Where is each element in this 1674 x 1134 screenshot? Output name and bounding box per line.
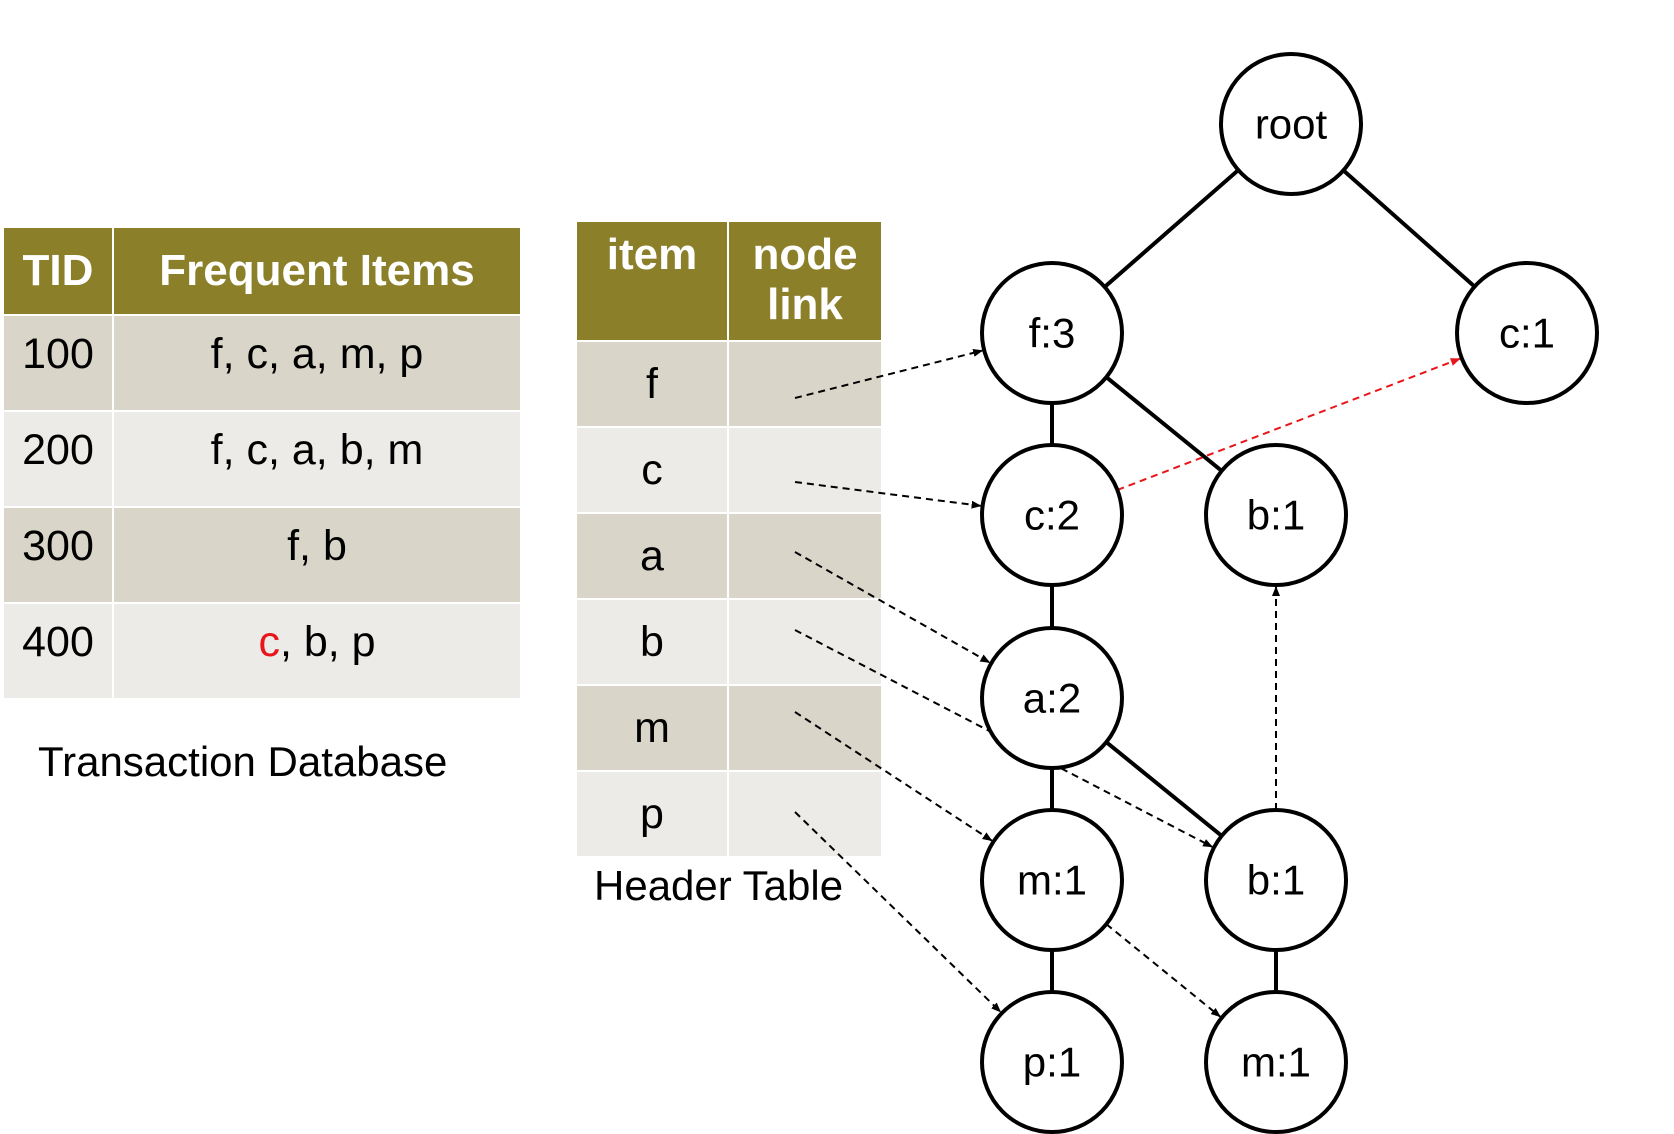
node-circle — [980, 443, 1124, 587]
node-label: a:2 — [1023, 675, 1081, 722]
transaction-database-caption: Transaction Database — [38, 738, 448, 785]
node-label: b:1 — [1247, 492, 1305, 539]
header-item-cell: c — [575, 426, 729, 514]
table-row: 100 f, c, a, m, p — [2, 314, 522, 412]
frequent-items-column-header: Frequent Items — [112, 226, 522, 316]
node-label: c:2 — [1024, 492, 1080, 539]
header-row: b — [575, 598, 883, 686]
header-item-cell: m — [575, 684, 729, 772]
node-link-cell — [727, 340, 883, 428]
header-row: c — [575, 426, 883, 514]
tree-node-p1: p:1 — [980, 990, 1124, 1134]
node-link-cell — [727, 770, 883, 858]
node-link-cell — [727, 598, 883, 686]
tree-nodes: root f:3 c:1 c:2 b:1 a:2 m:1 b:1 p:1 m:1 — [980, 52, 1599, 1134]
header-row: m — [575, 684, 883, 772]
node-circle — [980, 261, 1124, 405]
table-row: 300 f, b — [2, 506, 522, 604]
header-table-caption: Header Table — [594, 862, 844, 909]
highlighted-item: c — [258, 618, 280, 666]
node-link-cell — [727, 512, 883, 600]
tid-cell: 300 — [2, 506, 114, 604]
header-row: p — [575, 770, 883, 858]
node-circle — [1204, 990, 1348, 1134]
table-row: 400 c, b, p — [2, 602, 522, 700]
node-label: c:1 — [1499, 310, 1555, 357]
tree-node-b1b: b:1 — [1204, 808, 1348, 952]
tid-cell: 400 — [2, 602, 114, 700]
items-cell: f, c, a, b, m — [112, 410, 522, 508]
node-link-arrow — [794, 629, 1214, 848]
node-link-arrow — [1105, 923, 1221, 1018]
header-item-cell: a — [575, 512, 729, 600]
tid-cell: 200 — [2, 410, 114, 508]
node-link-arrow — [794, 348, 984, 399]
tree-node-b1a: b:1 — [1204, 443, 1348, 587]
tree-node-c1: c:1 — [1455, 261, 1599, 405]
table-row: 200 f, c, a, b, m — [2, 410, 522, 508]
transaction-database-table: TID Frequent Items 100 f, c, a, m, p 200… — [2, 226, 522, 700]
header-item-cell: f — [575, 340, 729, 428]
node-link-arrow — [794, 711, 993, 842]
items-cell: f, b — [112, 506, 522, 604]
node-circle — [980, 990, 1124, 1134]
header-item-cell: b — [575, 598, 729, 686]
items-text: f, c, a, b, m — [210, 426, 424, 474]
node-link-arrow — [794, 551, 991, 664]
header-table: item node link f c a b m p — [575, 220, 883, 858]
tree-node-root: root — [1219, 52, 1363, 196]
item-column-header: item — [575, 220, 729, 342]
node-label: root — [1255, 101, 1328, 148]
node-circle — [1455, 261, 1599, 405]
node-link-arrow — [1117, 357, 1461, 491]
node-label: b:1 — [1247, 857, 1305, 904]
items-text: f, c, a, m, p — [210, 330, 424, 378]
node-circle — [1204, 443, 1348, 587]
node-link-arrows — [794, 348, 1461, 1018]
node-link-arrow — [794, 481, 982, 509]
items-cell: f, c, a, m, p — [112, 314, 522, 412]
header-row: f — [575, 340, 883, 428]
node-label: m:1 — [1241, 1039, 1311, 1086]
tid-cell: 100 — [2, 314, 114, 412]
node-circle — [980, 808, 1124, 952]
node-circle — [1219, 52, 1363, 196]
tid-column-header: TID — [2, 226, 114, 316]
node-label: m:1 — [1017, 857, 1087, 904]
node-circle — [1204, 808, 1348, 952]
node-label: f:3 — [1029, 310, 1076, 357]
items-text: f, b — [287, 522, 347, 570]
tree-node-c2: c:2 — [980, 443, 1124, 587]
node-link-cell — [727, 426, 883, 514]
node-link-column-header: node link — [727, 220, 883, 342]
items-text: , b, p — [279, 618, 376, 666]
header-row: a — [575, 512, 883, 600]
header-item-cell: p — [575, 770, 729, 858]
tree-node-a2: a:2 — [980, 626, 1124, 770]
items-cell: c, b, p — [112, 602, 522, 700]
tree-node-m1a: m:1 — [980, 808, 1124, 952]
node-label: p:1 — [1023, 1039, 1081, 1086]
node-circle — [980, 626, 1124, 770]
tree-node-m1b: m:1 — [1204, 990, 1348, 1134]
tree-node-f3: f:3 — [980, 261, 1124, 405]
node-link-arrow — [794, 811, 1002, 1013]
node-link-cell — [727, 684, 883, 772]
